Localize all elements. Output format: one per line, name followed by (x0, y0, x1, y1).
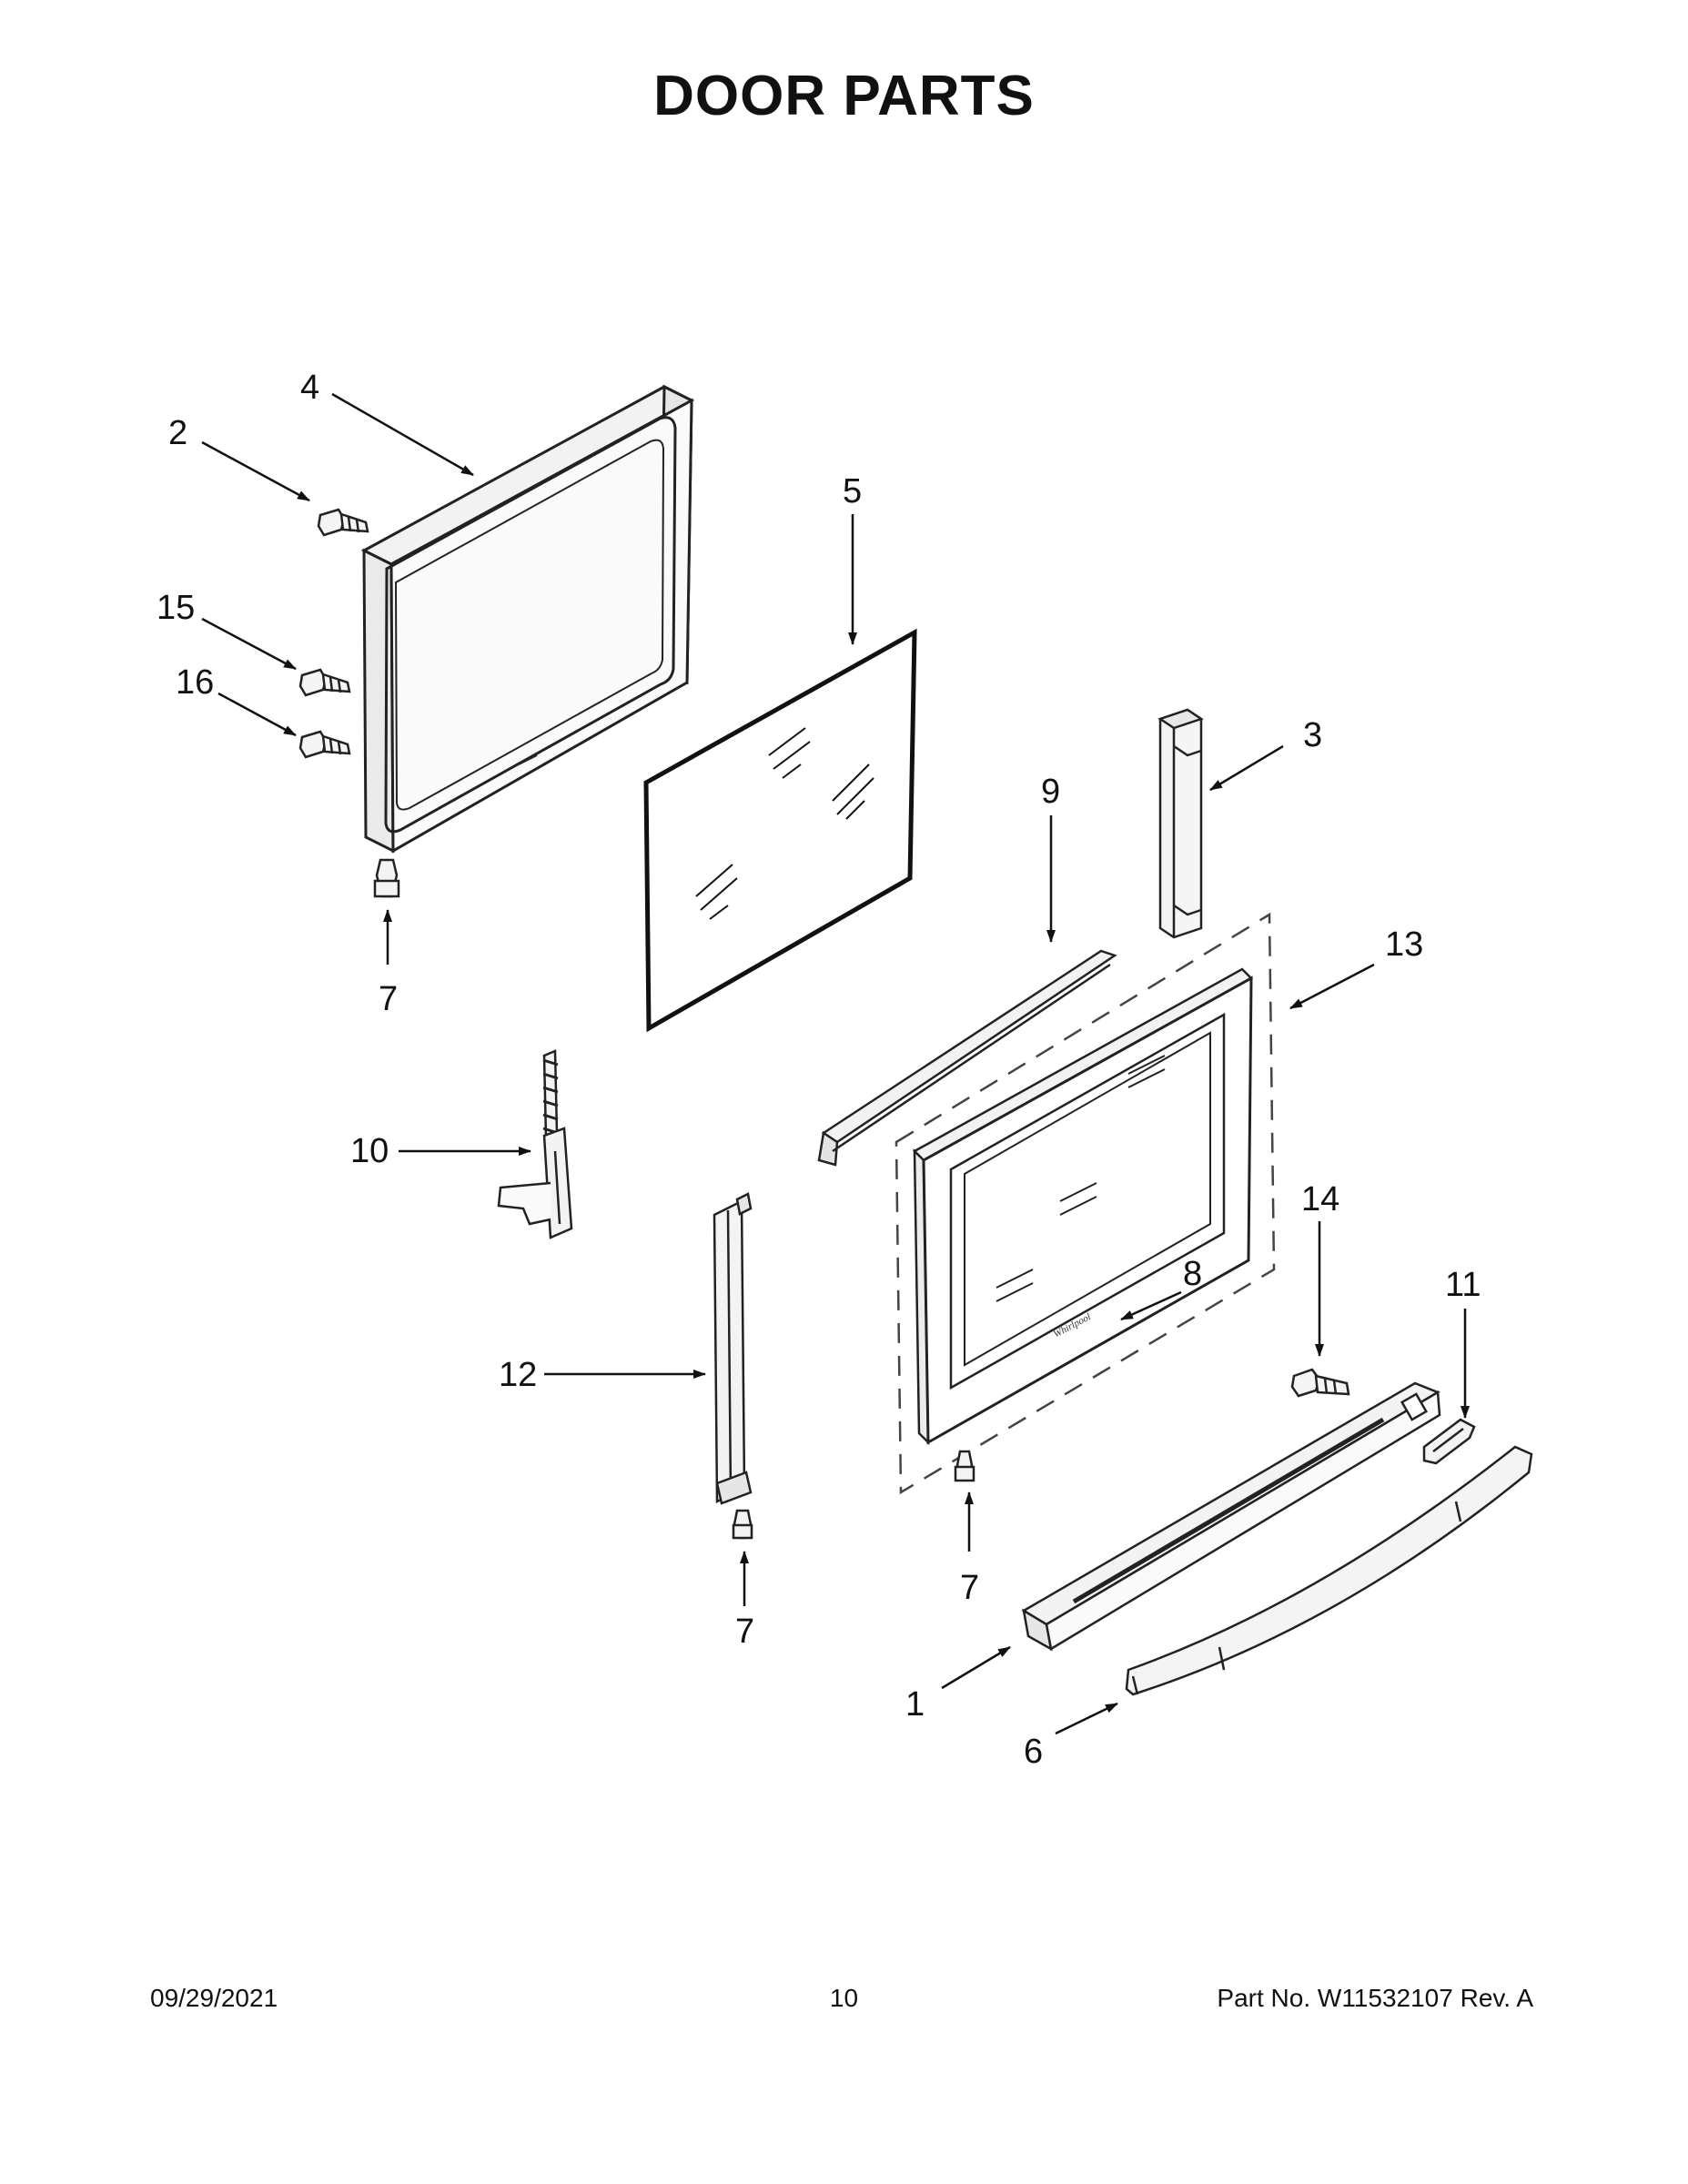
screw-icon (317, 508, 369, 537)
inner-door-panel-part (360, 384, 695, 854)
callout-5: 5 (843, 472, 862, 511)
screw-icon (1290, 1368, 1350, 1398)
screw-icon (298, 668, 351, 697)
door-trim-strip-part (817, 949, 1117, 1167)
callout-7-c: 7 (735, 1613, 754, 1651)
footer-date: 09/29/2021 (150, 1984, 278, 2012)
callout-11: 11 (1445, 1266, 1481, 1304)
callout-13: 13 (1385, 925, 1423, 964)
callout-6: 6 (1024, 1733, 1043, 1771)
callout-9: 9 (1041, 773, 1060, 811)
outer-door-panel-part: Whirlpool (912, 967, 1254, 1446)
footer-page-number: 10 (829, 1984, 859, 2012)
callout-14: 14 (1301, 1180, 1339, 1218)
screw-icon (732, 1509, 753, 1540)
callout-1: 1 (905, 1685, 925, 1724)
callout-8: 8 (1183, 1255, 1202, 1293)
callout-15: 15 (157, 589, 195, 627)
callout-4: 4 (300, 369, 319, 407)
door-hinge-part (497, 1049, 573, 1239)
callout-2: 2 (168, 414, 187, 452)
callout-16: 16 (176, 663, 214, 702)
door-insulation-part (1157, 708, 1204, 939)
handle-bracket-part (1021, 1381, 1441, 1652)
callout-7-b: 7 (960, 1569, 979, 1607)
door-assembly-outline (895, 912, 1276, 1495)
callout-12: 12 (499, 1356, 537, 1394)
screw-icon (954, 1450, 975, 1482)
callout-10: 10 (350, 1132, 389, 1170)
hinge-channel-part (713, 1192, 753, 1505)
screw-icon (373, 858, 400, 898)
page-title: DOOR PARTS (653, 65, 1035, 127)
callout-7-a: 7 (379, 980, 398, 1018)
callout-3: 3 (1303, 716, 1322, 754)
handle-end-cap-part (1422, 1418, 1476, 1465)
screw-icon (298, 730, 351, 759)
door-handle-part (1125, 1445, 1533, 1696)
glass-pane-part (643, 628, 917, 1033)
footer-part-number: Part No. W11532107 Rev. A (1217, 1984, 1533, 2012)
leader-arrows (201, 392, 1470, 1735)
